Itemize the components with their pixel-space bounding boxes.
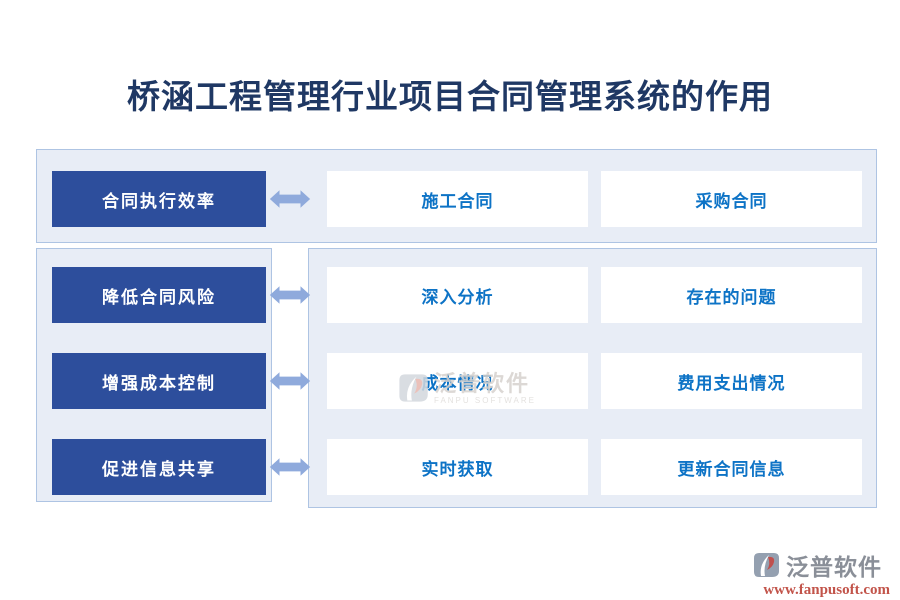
page-title: 桥涵工程管理行业项目合同管理系统的作用 <box>127 80 773 116</box>
double-arrow-icon <box>269 458 311 476</box>
double-arrow-icon <box>269 190 311 208</box>
category-block-cost-control: 增强成本控制 <box>52 353 266 409</box>
fanpu-logo-icon <box>754 553 779 577</box>
item-box-expense-situation: 费用支出情况 <box>601 353 862 409</box>
item-box-update-contract-info: 更新合同信息 <box>601 439 862 495</box>
item-box-realtime-fetch: 实时获取 <box>327 439 588 495</box>
footer-brand-block: 泛普软件 www.fanpusoft.com <box>750 548 890 598</box>
item-box-construction-contract: 施工合同 <box>327 171 588 227</box>
double-arrow-icon <box>269 372 311 390</box>
item-box-deep-analysis: 深入分析 <box>327 267 588 323</box>
category-block-reduce-risk: 降低合同风险 <box>52 267 266 323</box>
footer-brand-name: 泛普软件 <box>786 554 882 580</box>
double-arrow-icon <box>269 286 311 304</box>
item-box-existing-problems: 存在的问题 <box>601 267 862 323</box>
item-box-procurement-contract: 采购合同 <box>601 171 862 227</box>
footer-website-link[interactable]: www.fanpusoft.com <box>763 582 890 598</box>
item-box-cost-situation: 成本情况 <box>327 353 588 409</box>
category-block-info-sharing: 促进信息共享 <box>52 439 266 495</box>
category-block-contract-execution: 合同执行效率 <box>52 171 266 227</box>
